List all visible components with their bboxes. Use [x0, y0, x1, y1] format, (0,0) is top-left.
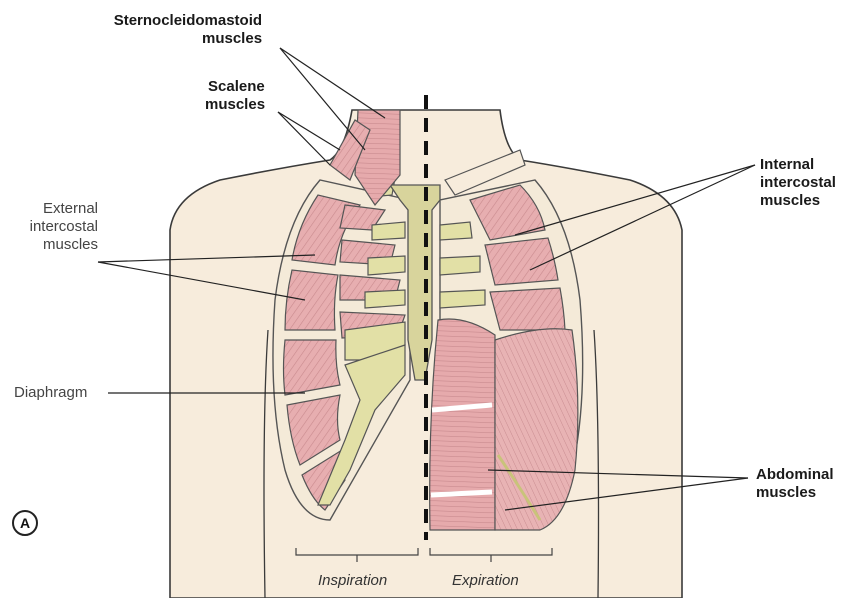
scalene-label: Scalene muscles [205, 78, 265, 114]
label-line: muscles [756, 484, 834, 502]
abdominal-muscles [430, 319, 578, 530]
expiration-label: Expiration [452, 572, 519, 590]
external-intercostal-label: External intercostal muscles [18, 200, 98, 254]
label-line: Sternocleidomastoid [102, 12, 262, 30]
label-line: muscles [760, 192, 836, 210]
label-line: muscles [18, 236, 98, 254]
panel-label: A [12, 510, 38, 536]
label-line: External [18, 200, 98, 218]
inspiration-label: Inspiration [318, 572, 387, 590]
label-line: Abdominal [756, 466, 834, 484]
oblique-muscles [495, 329, 578, 530]
label-line: Internal [760, 156, 836, 174]
abdominal-label: Abdominal muscles [756, 466, 834, 502]
label-line: Scalene [205, 78, 265, 96]
sternocleidomastoid-label: Sternocleidomastoid muscles [102, 12, 262, 48]
label-line: muscles [205, 96, 265, 114]
label-line: intercostal [18, 218, 98, 236]
internal-intercostal-label: Internal intercostal muscles [760, 156, 836, 210]
label-line: intercostal [760, 174, 836, 192]
label-line: muscles [102, 30, 262, 48]
diaphragm-label: Diaphragm [14, 384, 87, 402]
rectus-abdominis [430, 319, 495, 530]
